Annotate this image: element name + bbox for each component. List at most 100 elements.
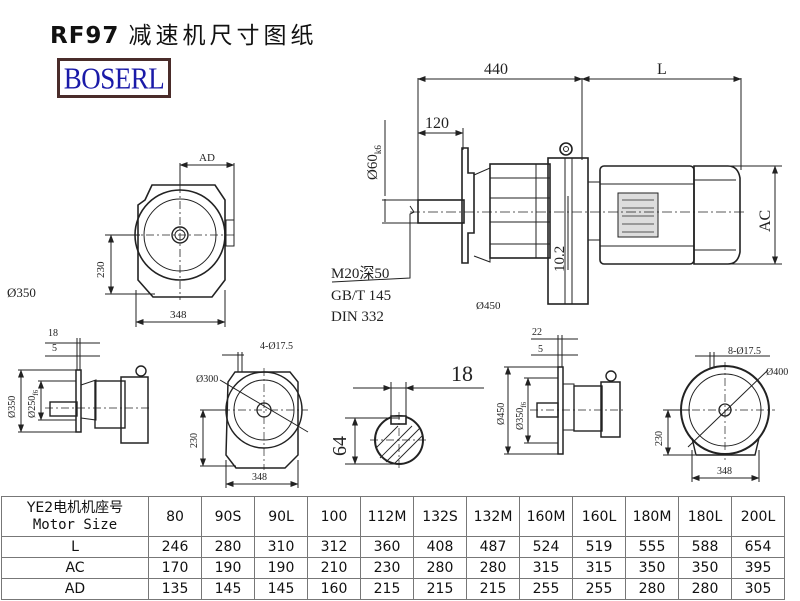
- dim-flange-350: Ø350: [7, 285, 36, 300]
- col-header: 200L: [731, 496, 785, 537]
- table-cell: 215: [413, 578, 467, 600]
- dim-348-top: 348: [170, 309, 187, 321]
- table-header-row: YE2电机机座号 Motor Size 80 90S 90L 100 112M …: [1, 496, 785, 537]
- table-cell: 135: [148, 578, 202, 600]
- title-chinese: 减速机尺寸图纸: [128, 23, 318, 49]
- dim-350-small: Ø350: [7, 395, 18, 418]
- col-header: 90S: [201, 496, 255, 537]
- table-cell: 524: [519, 536, 573, 558]
- dim-shaft-tolerance: k6: [373, 145, 383, 155]
- table-cell: 280: [201, 536, 255, 558]
- dim-holes-4: 4-Ø17.5: [260, 341, 294, 352]
- brand-logo: BOSERL: [57, 58, 171, 98]
- dim-230-large: 230: [654, 431, 665, 446]
- col-header: 100: [307, 496, 361, 537]
- motor-size-table: YE2电机机座号 Motor Size 80 90S 90L 100 112M …: [1, 496, 785, 600]
- table-cell: 588: [678, 536, 732, 558]
- dim-230-top: 230: [95, 261, 107, 279]
- col-header: 112M: [360, 496, 414, 537]
- table-cell: 360: [360, 536, 414, 558]
- col-header: 160L: [572, 496, 626, 537]
- dim-shaft-dia-value: Ø60: [365, 154, 381, 180]
- col-header: 160M: [519, 496, 573, 537]
- table-cell: 145: [254, 578, 308, 600]
- table-cell: 160: [307, 578, 361, 600]
- dim-450-large: Ø450: [496, 402, 507, 425]
- table-cell: 280: [413, 557, 467, 579]
- table-cell: 487: [466, 536, 520, 558]
- table-cell: 315: [519, 557, 573, 579]
- dim-5-large: 5: [538, 344, 543, 355]
- row-label: AC: [1, 557, 149, 579]
- dim-18-small: 18: [48, 328, 58, 339]
- small-end-view: [200, 352, 309, 488]
- dim-64: 64: [329, 436, 351, 456]
- dim-250-tolerance: f6: [32, 389, 40, 396]
- table-cell: 280: [678, 578, 732, 600]
- col-header: 180M: [625, 496, 679, 537]
- table-cell: 190: [201, 557, 255, 579]
- dim-L: L: [657, 61, 667, 78]
- table-row-L: L 246 280 310 312 360 408 487 524 519 55…: [1, 536, 785, 558]
- row-label: AD: [1, 578, 149, 600]
- dim-440: 440: [484, 61, 508, 78]
- page-title: RF97 减速机尺寸图纸: [50, 16, 317, 50]
- table-cell: 654: [731, 536, 785, 558]
- table-cell: 350: [625, 557, 679, 579]
- dim-230-small: 230: [189, 433, 200, 448]
- col-header: 132S: [413, 496, 467, 537]
- table-cell: 519: [572, 536, 626, 558]
- key-section: [345, 382, 484, 470]
- large-end-view: [663, 352, 775, 482]
- dim-120: 120: [425, 115, 449, 132]
- col-header: 90L: [254, 496, 308, 537]
- table-cell: 315: [572, 557, 626, 579]
- table-cell: 408: [413, 536, 467, 558]
- table-row-AC: AC 170 190 190 210 230 280 280 315 315 3…: [1, 557, 785, 579]
- title-model: RF97: [50, 23, 120, 49]
- table-cell: 280: [466, 557, 520, 579]
- large-side-view: [504, 335, 625, 455]
- table-cell: 190: [254, 557, 308, 579]
- table-cell: 215: [360, 578, 414, 600]
- table-cell: 215: [466, 578, 520, 600]
- header-cn: YE2电机机座号: [26, 499, 124, 516]
- dim-pcd-400: Ø400: [766, 367, 789, 378]
- col-header: 80: [148, 496, 202, 537]
- dim-holes-8: 8-Ø17.5: [728, 346, 762, 357]
- table-cell: 255: [572, 578, 626, 600]
- dim-350-pilot: Ø350f6: [515, 402, 528, 430]
- header-en: Motor Size: [32, 516, 118, 533]
- table-cell: 395: [731, 557, 785, 579]
- dim-pcd-300: Ø300: [196, 374, 219, 385]
- table-cell: 555: [625, 536, 679, 558]
- note-thread: M20深50: [331, 266, 390, 282]
- table-cell: 310: [254, 536, 308, 558]
- dim-350-value: Ø350: [515, 407, 526, 430]
- note-standard-gb: GB/T 145: [331, 288, 392, 304]
- col-header: 132M: [466, 496, 520, 537]
- dim-348-small: 348: [252, 472, 267, 483]
- dim-250-pilot: Ø250f6: [27, 389, 40, 418]
- table-row-AD: AD 135 145 145 160 215 215 215 255 255 2…: [1, 578, 785, 600]
- table-cell: 312: [307, 536, 361, 558]
- table-cell: 350: [678, 557, 732, 579]
- row-label: L: [1, 536, 149, 558]
- table-cell: 210: [307, 557, 361, 579]
- dim-5-small: 5: [52, 343, 57, 354]
- table-cell: 305: [731, 578, 785, 600]
- note-standard-din: DIN 332: [331, 309, 384, 325]
- table-cell: 170: [148, 557, 202, 579]
- small-side-view: [18, 338, 150, 444]
- dim-22: 22: [532, 327, 542, 338]
- dim-key-18: 18: [451, 361, 473, 386]
- col-header: 180L: [678, 496, 732, 537]
- main-side-view: [331, 76, 782, 305]
- dim-348-large: 348: [717, 466, 732, 477]
- dim-AC: AC: [757, 209, 774, 232]
- brand-text: BOSERL: [63, 60, 165, 95]
- dim-AD: AD: [199, 152, 215, 164]
- table-cell: 246: [148, 536, 202, 558]
- dim-10-2: 10.2: [552, 245, 568, 272]
